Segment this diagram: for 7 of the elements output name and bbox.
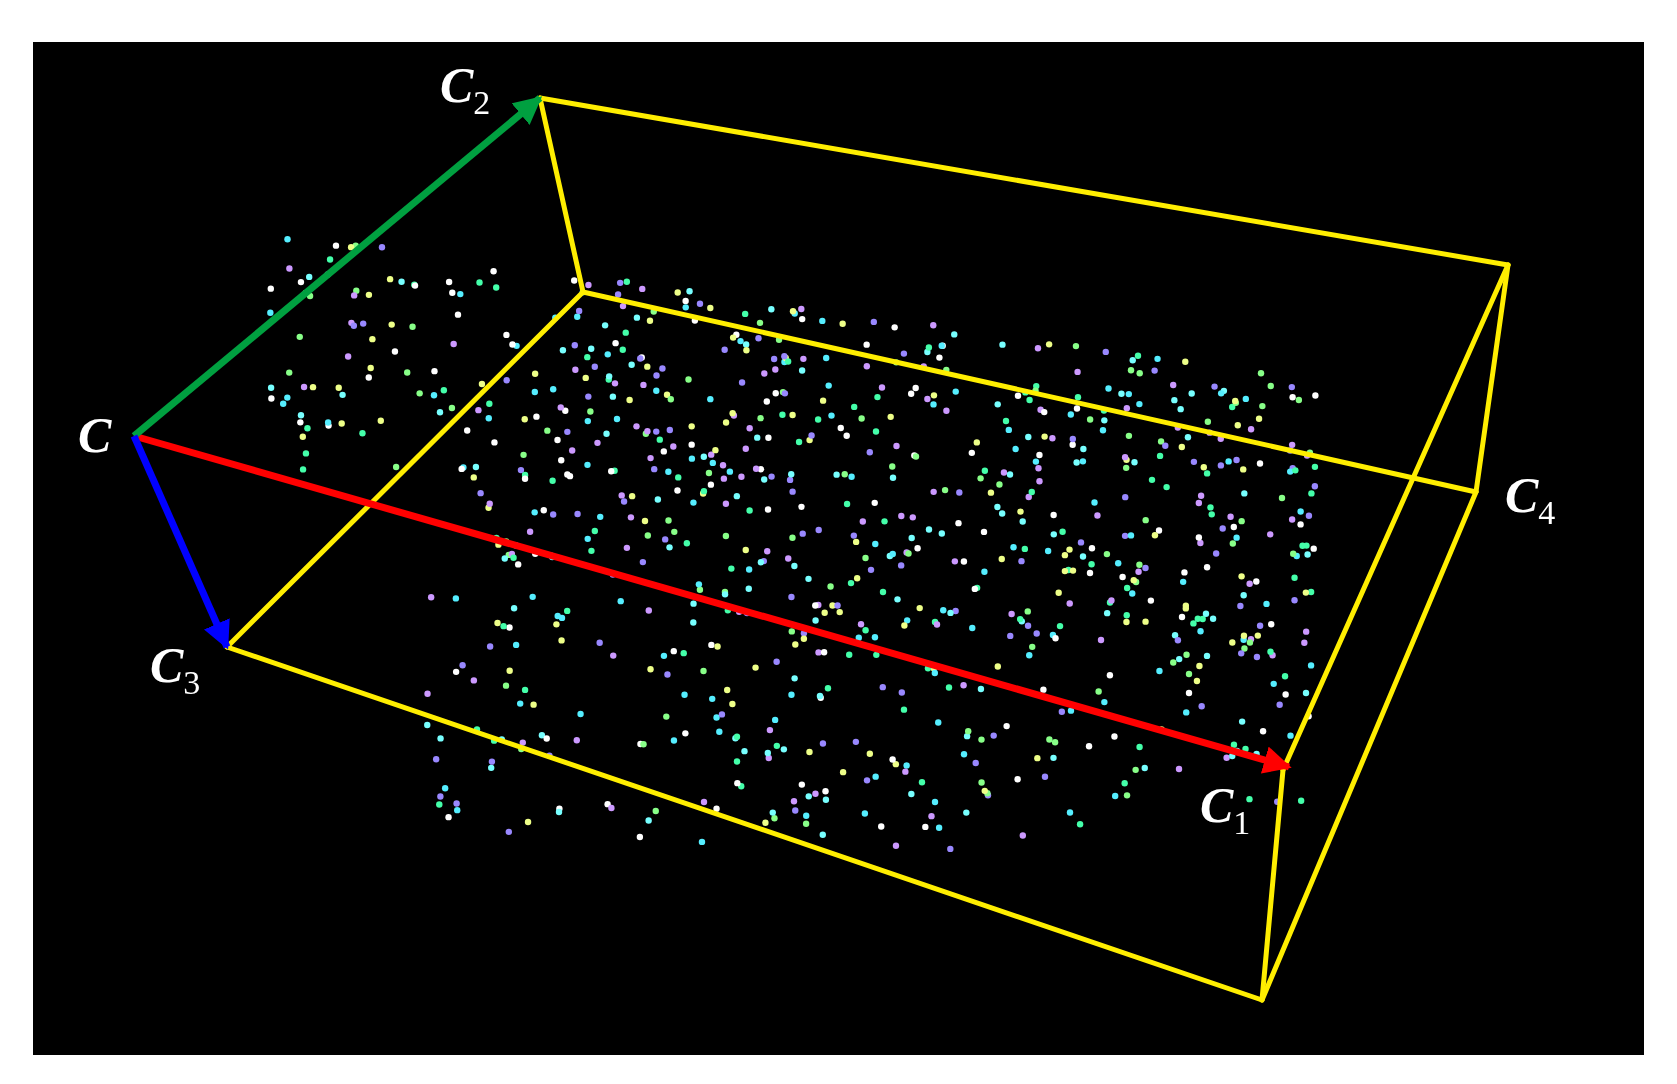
arrow <box>130 434 231 650</box>
axis-label: C$_{2}$ <box>440 60 491 120</box>
axis-label: C$_{3}$ <box>150 640 201 700</box>
corner-label: C$_{4}$ <box>1505 470 1556 530</box>
arrow <box>131 95 543 439</box>
axis-label: C$_{1}$ <box>1200 780 1251 840</box>
axis-label: C <box>78 410 112 460</box>
